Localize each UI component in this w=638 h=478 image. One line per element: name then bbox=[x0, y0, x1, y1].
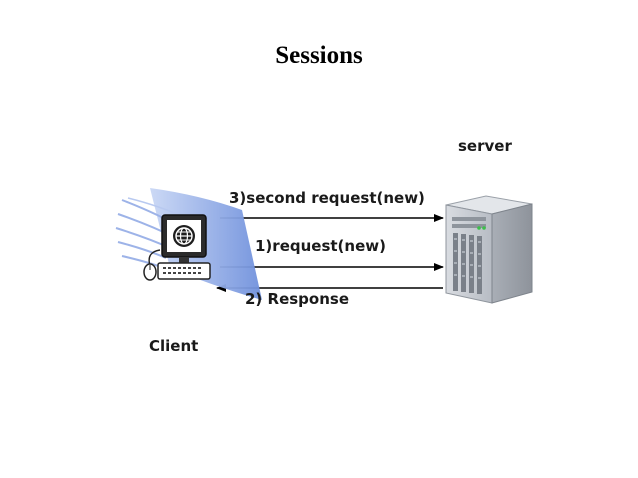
globe-icon bbox=[173, 225, 195, 247]
server-label: server bbox=[458, 137, 512, 155]
slide-title: Sessions bbox=[275, 42, 363, 69]
desktop-computer-icon bbox=[115, 188, 262, 300]
arrow-label-request: 1)request(new) bbox=[255, 237, 386, 255]
arrow-label-response: 2) Response bbox=[245, 290, 349, 308]
arrow-label-second-request: 3)second request(new) bbox=[229, 189, 425, 207]
mouse-icon bbox=[143, 249, 161, 281]
server-tower-icon bbox=[445, 195, 533, 304]
client-label: Client bbox=[149, 337, 199, 355]
keyboard-icon bbox=[157, 262, 211, 280]
